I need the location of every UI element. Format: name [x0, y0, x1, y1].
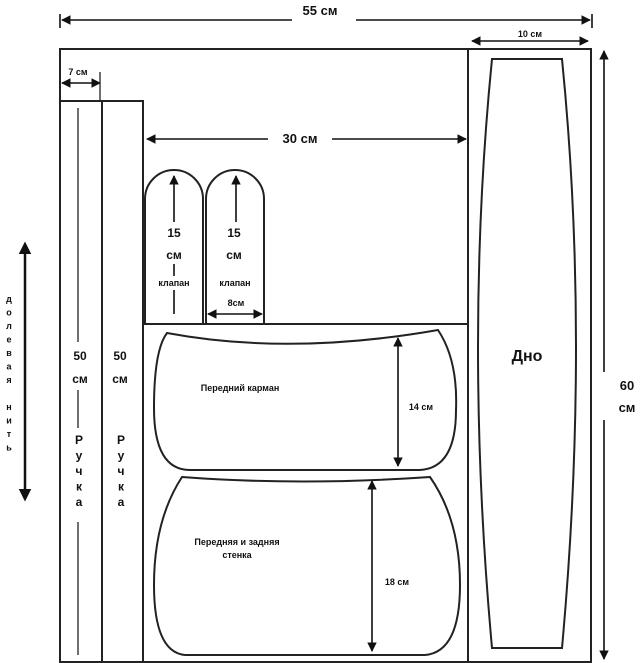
total-width-label: 55 см [303, 3, 338, 18]
fabric-outline [59, 48, 592, 663]
grain-line-letter: я [6, 375, 11, 385]
front-back-piece: 18 см Передняя и задняя стенка [152, 475, 462, 656]
front-pocket-piece: 14 см Передний карман [152, 328, 458, 471]
handle-2-label-letter: а [118, 495, 125, 509]
flap-2-label: клапан [219, 278, 250, 288]
handle-1-unit: см [72, 372, 88, 386]
flap-1-unit: см [166, 248, 182, 262]
flap-area-width-label: 30 см [283, 131, 318, 146]
handle-2-label-letter: ч [118, 464, 125, 478]
grain-line-letter: а [6, 362, 12, 372]
front-pocket-label: Передний карман [201, 383, 280, 393]
handle-1-label-letter: Р [75, 433, 83, 447]
handle-2-label-letter: у [118, 449, 125, 463]
handle-2-unit: см [112, 372, 128, 386]
handle-1-label-letter: а [76, 495, 83, 509]
handle-width-label: 7 см [68, 67, 88, 77]
handle-1-label-letter: у [76, 449, 83, 463]
flap-1-height: 15 [167, 226, 181, 240]
front-back-height-label: 18 см [385, 577, 410, 587]
handle-2-label-letter: Р [117, 433, 125, 447]
bottom-piece: 10 см Дно [471, 29, 589, 649]
flap-2-height: 15 [227, 226, 241, 240]
grain-line-letter: е [6, 335, 11, 345]
grain-line-letter: л [6, 321, 12, 331]
grain-line-letter: д [6, 294, 12, 304]
total-height-dimension: 60 см [592, 50, 636, 660]
grain-line-letter: и [6, 416, 12, 426]
grain-line-letter: ь [6, 443, 12, 453]
front-back-label-line1: Передняя и задняя [194, 537, 279, 547]
front-pocket-height-label: 14 см [409, 402, 434, 412]
handle-1-label-letter: ч [76, 464, 83, 478]
bottom-width-label: 10 см [518, 29, 543, 39]
flap-area-dimension: 30 см [146, 128, 467, 150]
total-height-value: 60 [620, 378, 634, 393]
front-back-label-line2: стенка [222, 550, 252, 560]
bottom-label: Дно [512, 348, 543, 365]
handle-1-length: 50 [73, 349, 87, 363]
flaps: 15 см 15 см клапан клапан 8см [144, 169, 265, 324]
flap-width-label: 8см [228, 298, 245, 308]
flap-1-label: клапан [158, 278, 189, 288]
grain-line-letter: т [7, 429, 12, 439]
grain-line-letter: н [6, 402, 11, 412]
handle-2-label-letter: к [118, 480, 125, 494]
grain-line-letter: о [6, 308, 12, 318]
handle-2-length: 50 [113, 349, 127, 363]
handle-1-label-letter: к [76, 480, 83, 494]
total-width-dimension: 55 см [59, 3, 593, 30]
total-height-unit: см [619, 400, 636, 415]
grain-line-letter: в [6, 348, 12, 358]
flap-2-unit: см [226, 248, 242, 262]
